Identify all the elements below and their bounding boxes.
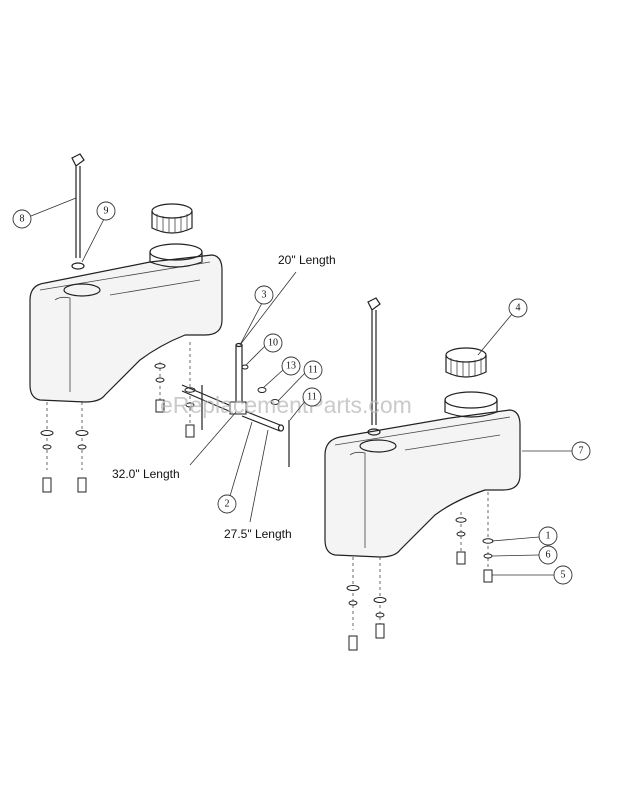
callout-4: 4 [477,298,528,356]
callout-11-upper: 11 [277,360,323,402]
watermark: eReplacementParts.com [160,392,412,418]
hose-clamps [241,364,280,405]
right-tank-filler-neck [444,391,498,418]
svg-text:5: 5 [561,570,566,581]
callout-5: 5 [492,565,573,585]
svg-text:10: 10 [268,338,278,349]
svg-text:4: 4 [516,303,521,314]
callout-8: 8 [12,197,77,229]
callout-9: 9 [81,201,116,263]
svg-text:3: 3 [262,290,267,301]
fuel-line-tee [181,342,285,432]
callout-10: 10 [245,333,283,366]
svg-text:11: 11 [307,392,317,403]
left-fuel-cap [151,203,193,234]
left-fuel-tank [29,254,223,403]
left-grommet [71,262,85,270]
svg-text:6: 6 [546,550,551,561]
length-leader-b [189,411,237,466]
length-label-b: 32.0" Length [112,467,180,481]
callout-7: 7 [522,441,591,461]
svg-text:2: 2 [225,499,230,510]
length-leader-a [239,271,297,346]
svg-text:7: 7 [579,446,584,457]
right-fuel-tank [324,409,521,558]
length-label-a: 20" Length [278,253,336,267]
right-fuel-cap [445,347,487,378]
right-tank-mount-hardware [346,492,494,651]
left-tank-filler-neck [149,243,203,268]
callout-1: 1 [491,526,558,546]
length-label-c: 27.5" Length [224,527,292,541]
callout-6: 6 [491,545,558,565]
svg-text:8: 8 [20,214,25,225]
length-leader-c [249,429,269,523]
svg-text:13: 13 [286,361,296,372]
callout-2: 2 [217,421,253,514]
svg-text:9: 9 [104,206,109,217]
left-vent-fitting [71,153,85,258]
callout-13: 13 [262,356,301,389]
svg-text:11: 11 [308,365,318,376]
left-tank-mount-hardware [40,342,196,493]
callout-11-lower: 11 [289,387,322,421]
right-vent-fitting [367,297,381,436]
callout-3: 3 [239,285,274,346]
svg-text:1: 1 [546,531,551,542]
